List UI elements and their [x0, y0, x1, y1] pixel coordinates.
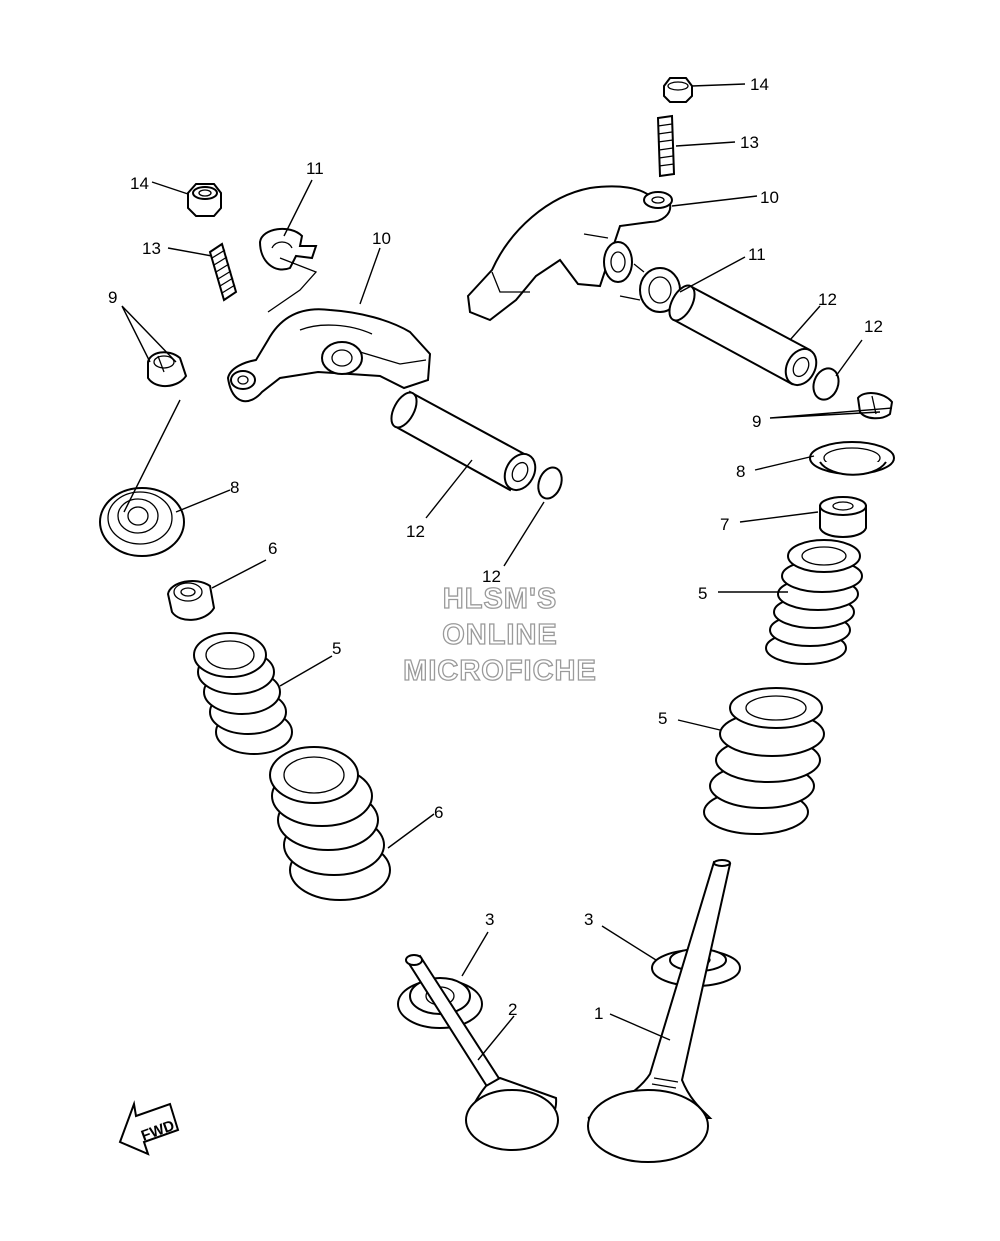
rocker-arm-left	[226, 257, 432, 403]
watermark-line-2: ONLINE	[442, 618, 558, 651]
rocker-shaft-right	[668, 284, 818, 387]
callout-14-left: 14	[130, 174, 149, 193]
callout-numbers: 14 13 10 11 12 12 9 8 7 5 5 3 1 14 13 11…	[108, 75, 883, 1023]
spring-retainer-left	[99, 487, 185, 557]
callout-3-right: 3	[584, 910, 593, 929]
watermark-line-3: MICROFICHE	[403, 654, 597, 687]
rocker-arm-right	[466, 185, 673, 322]
callout-4-right: 5	[698, 584, 707, 603]
stud-left	[208, 242, 238, 302]
callout-11-left: 12	[406, 522, 425, 541]
valve-stem-seal-left	[166, 579, 216, 621]
callout-5-right: 5	[658, 709, 667, 728]
outer-spring-left	[269, 746, 391, 901]
inner-spring-right	[765, 539, 863, 665]
o-ring-left	[537, 466, 563, 500]
forward-arrow-icon: FWD	[118, 1100, 180, 1156]
callout-12-right: 12	[864, 317, 883, 336]
callout-13-left: 13	[142, 239, 161, 258]
callout-9-left: 10	[372, 229, 391, 248]
nut-right	[663, 77, 693, 103]
valve-stem-seal-right	[819, 496, 867, 538]
callout-7-right: 8	[736, 462, 745, 481]
callout-13-right: 13	[740, 133, 759, 152]
lock-plate-right	[619, 263, 681, 313]
callout-2: 2	[508, 1000, 517, 1019]
callout-12-left: 12	[482, 567, 501, 586]
watermark-line-1: HLSM'S	[442, 582, 558, 615]
callout-5-left: 6	[434, 803, 443, 822]
callout-9-right: 10	[760, 188, 779, 207]
outer-spring-right	[703, 687, 825, 835]
callout-8-right: 9	[752, 412, 761, 431]
callout-6-right: 7	[720, 515, 729, 534]
callout-11-right: 12	[818, 290, 837, 309]
valve-cotter-left	[147, 351, 188, 387]
nut-left	[187, 183, 222, 217]
callout-6-left: 6	[268, 539, 277, 558]
o-ring-right	[812, 367, 840, 401]
lock-plate-left	[258, 227, 318, 271]
rocker-shaft-left	[390, 390, 537, 492]
callout-3-left: 3	[485, 910, 494, 929]
stud-right	[656, 114, 676, 178]
callout-8-left: 9	[108, 288, 117, 307]
callout-4-left: 5	[332, 639, 341, 658]
callout-10-left: 11	[306, 159, 324, 178]
callout-1: 1	[594, 1004, 603, 1023]
leader-lines	[121, 83, 893, 1061]
intake-valve	[405, 954, 559, 1151]
valve-cotter-right	[856, 392, 894, 420]
exhaust-valve	[587, 859, 732, 1163]
spring-retainer-right	[809, 441, 895, 476]
inner-spring-left	[193, 632, 293, 755]
callout-7-left: 8	[230, 478, 239, 497]
callout-10-right: 11	[748, 245, 766, 264]
callout-14-right: 14	[750, 75, 769, 94]
